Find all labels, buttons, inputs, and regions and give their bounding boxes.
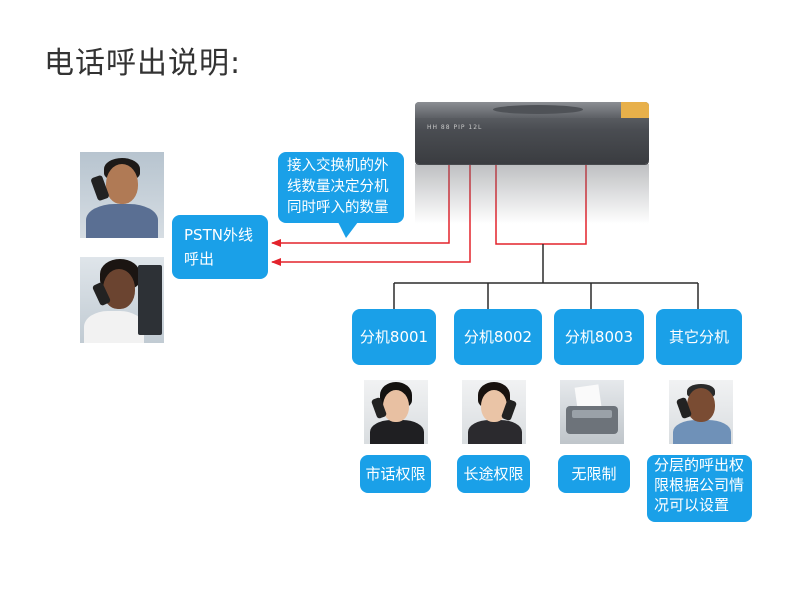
callout-line-1: 接入交换机的外 [287,158,389,174]
permission-line-1: 分层的呼出权 [654,456,745,474]
page-title: 电话呼出说明: [44,46,242,81]
extension-label: 分机8003 [564,327,634,346]
internal-loop-line [495,165,587,245]
extension-box-8002: 分机8002 [454,309,542,365]
pbx-device: HH 88 PIP 12L [415,102,649,164]
pstn-line-2 [271,165,471,266]
woman-phone-icon [462,380,526,444]
trunk-note-callout: 接入交换机的外 线数量决定分机 同时呼入的数量 [278,152,404,238]
permission-box-local: 市话权限 [360,455,431,493]
device-label: HH 88 PIP 12L [427,124,483,131]
permission-line-3: 况可以设置 [654,496,730,514]
extension-box-8001: 分机8001 [352,309,436,365]
man-phone-icon [80,152,164,238]
callout-line-2: 线数量决定分机 [287,179,389,195]
permission-label: 无限制 [571,464,617,483]
woman-phone-icon [364,380,428,444]
pstn-line-1-text: PSTN外线 [184,226,253,244]
permission-box-long-distance: 长途权限 [457,455,530,493]
permission-box-tiered: 分层的呼出权 限根据公司情 况可以设置 [647,455,752,522]
man-phone-icon [669,380,733,444]
device-reflection [415,164,649,224]
pstn-line-1 [271,165,450,247]
woman-phone-icon [80,257,164,343]
extension-label: 分机8002 [463,327,533,346]
pstn-line-2-text: 呼出 [184,250,215,268]
callout-line-3: 同时呼入的数量 [287,200,389,216]
permission-box-unlimited: 无限制 [558,455,630,493]
permission-label: 长途权限 [463,464,524,483]
extension-label: 分机8001 [359,327,429,346]
extension-label: 其它分机 [668,327,729,346]
permission-line-2: 限根据公司情 [654,476,745,494]
pstn-outbound-box: PSTN外线 呼出 [172,215,268,279]
extension-box-8003: 分机8003 [554,309,644,365]
extension-box-other: 其它分机 [656,309,742,365]
fax-machine-icon [560,380,624,444]
permission-label: 市话权限 [365,464,426,483]
